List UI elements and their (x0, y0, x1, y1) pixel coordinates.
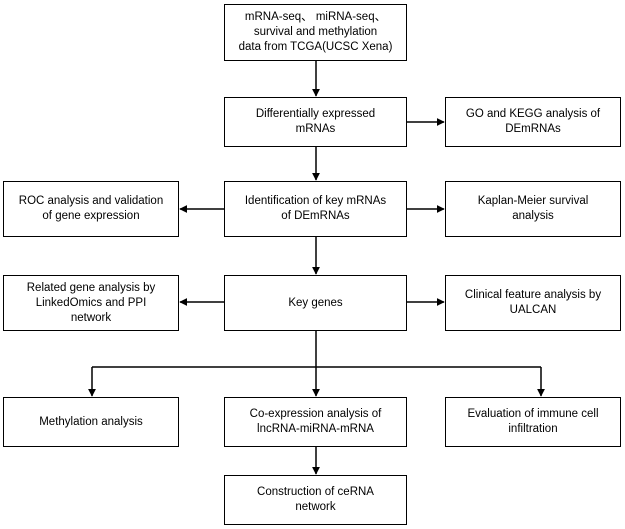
node-methylation-analysis-label: Methylation analysis (39, 415, 143, 428)
node-differentially-expressed-mrnas: Differentially expressed mRNAs (224, 97, 407, 147)
node-coexpression-analysis: Co-expression analysis of lncRNA-miRNA-m… (224, 397, 407, 447)
node-immune-infiltration-label: Evaluation of immune cell infiltration (467, 408, 599, 435)
node-clinical-feature-analysis: Clinical feature analysis by UALCAN (445, 275, 621, 331)
node-related-gene-analysis-label: Related gene analysis by LinkedOmics and… (26, 281, 156, 324)
node-tcga-data-label: mRNA-seq、 miRNA-seq、 survival and methyl… (238, 11, 393, 53)
node-related-gene-analysis: Related gene analysis by LinkedOmics and… (3, 275, 179, 331)
node-identification-key-mrnas: Identification of key mRNAs of DEmRNAs (224, 181, 407, 237)
node-tcga-data: mRNA-seq、 miRNA-seq、 survival and methyl… (224, 4, 407, 61)
node-cerna-network: Construction of ceRNA network (224, 475, 407, 525)
node-clinical-feature-analysis-label: Clinical feature analysis by UALCAN (464, 289, 602, 316)
node-roc-analysis-label: ROC analysis and validation of gene expr… (18, 195, 164, 222)
node-identification-key-mrnas-label: Identification of key mRNAs of DEmRNAs (244, 195, 387, 222)
node-methylation-analysis: Methylation analysis (3, 397, 179, 447)
node-key-genes-label: Key genes (288, 296, 343, 309)
node-kaplan-meier: Kaplan-Meier survival analysis (445, 181, 621, 237)
node-kaplan-meier-label: Kaplan-Meier survival analysis (477, 195, 589, 222)
node-immune-infiltration: Evaluation of immune cell infiltration (445, 397, 621, 447)
node-roc-analysis: ROC analysis and validation of gene expr… (3, 181, 179, 237)
node-coexpression-analysis-label: Co-expression analysis of lncRNA-miRNA-m… (249, 408, 382, 435)
node-key-genes: Key genes (224, 275, 407, 331)
node-differentially-expressed-mrnas-label: Differentially expressed mRNAs (255, 108, 376, 135)
node-go-kegg-analysis: GO and KEGG analysis of DEmRNAs (445, 97, 621, 147)
node-go-kegg-analysis-label: GO and KEGG analysis of DEmRNAs (465, 108, 601, 135)
node-cerna-network-label: Construction of ceRNA network (257, 486, 374, 513)
